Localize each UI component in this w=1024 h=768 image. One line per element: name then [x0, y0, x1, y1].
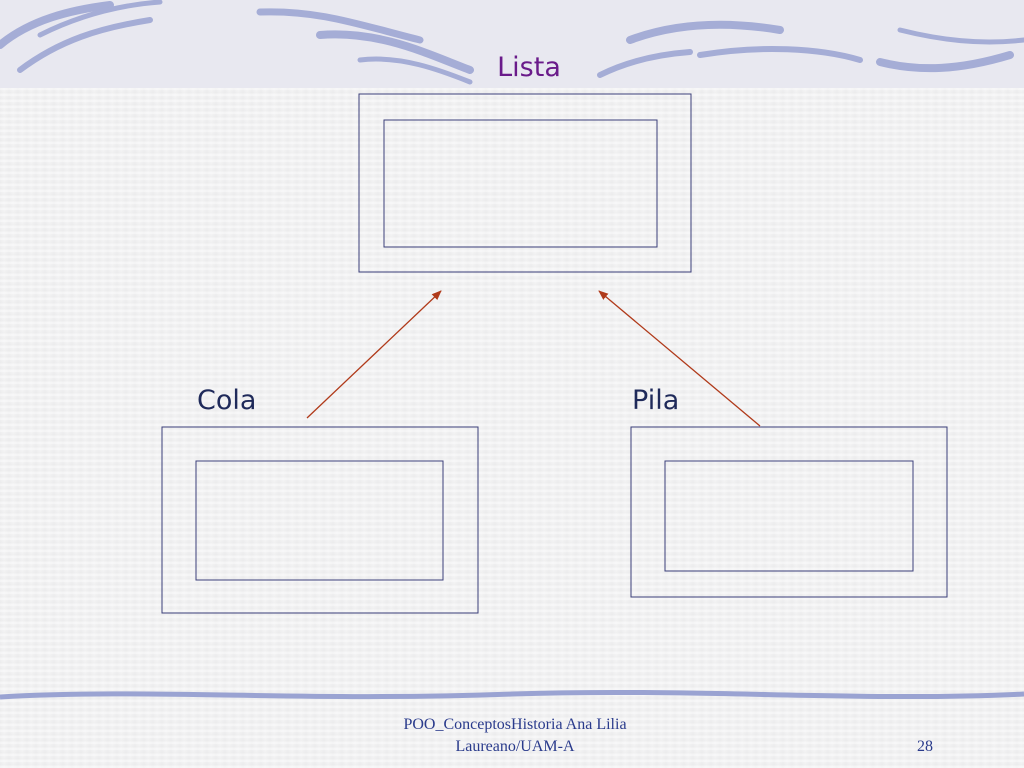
pila-class-box: [630, 426, 948, 598]
cola-class-box: [161, 426, 479, 614]
header-band: [0, 0, 1024, 88]
cola-to-lista-arrow: [306, 290, 442, 419]
cola-label: Cola: [197, 385, 257, 416]
lista-class-box: [358, 93, 692, 273]
pila-label: Pila: [632, 385, 680, 416]
slide-title: Lista: [497, 52, 561, 83]
pila-to-lista-arrow: [598, 290, 761, 427]
footer-line-2: Laureano/UAM-A: [455, 738, 575, 755]
footer-credit: POO_ConceptosHistoria Ana Lilia Laureano…: [340, 714, 690, 758]
footer-line: [0, 689, 1024, 700]
footer-line-1: POO_ConceptosHistoria Ana Lilia: [403, 716, 627, 733]
page-number: 28: [917, 738, 933, 755]
